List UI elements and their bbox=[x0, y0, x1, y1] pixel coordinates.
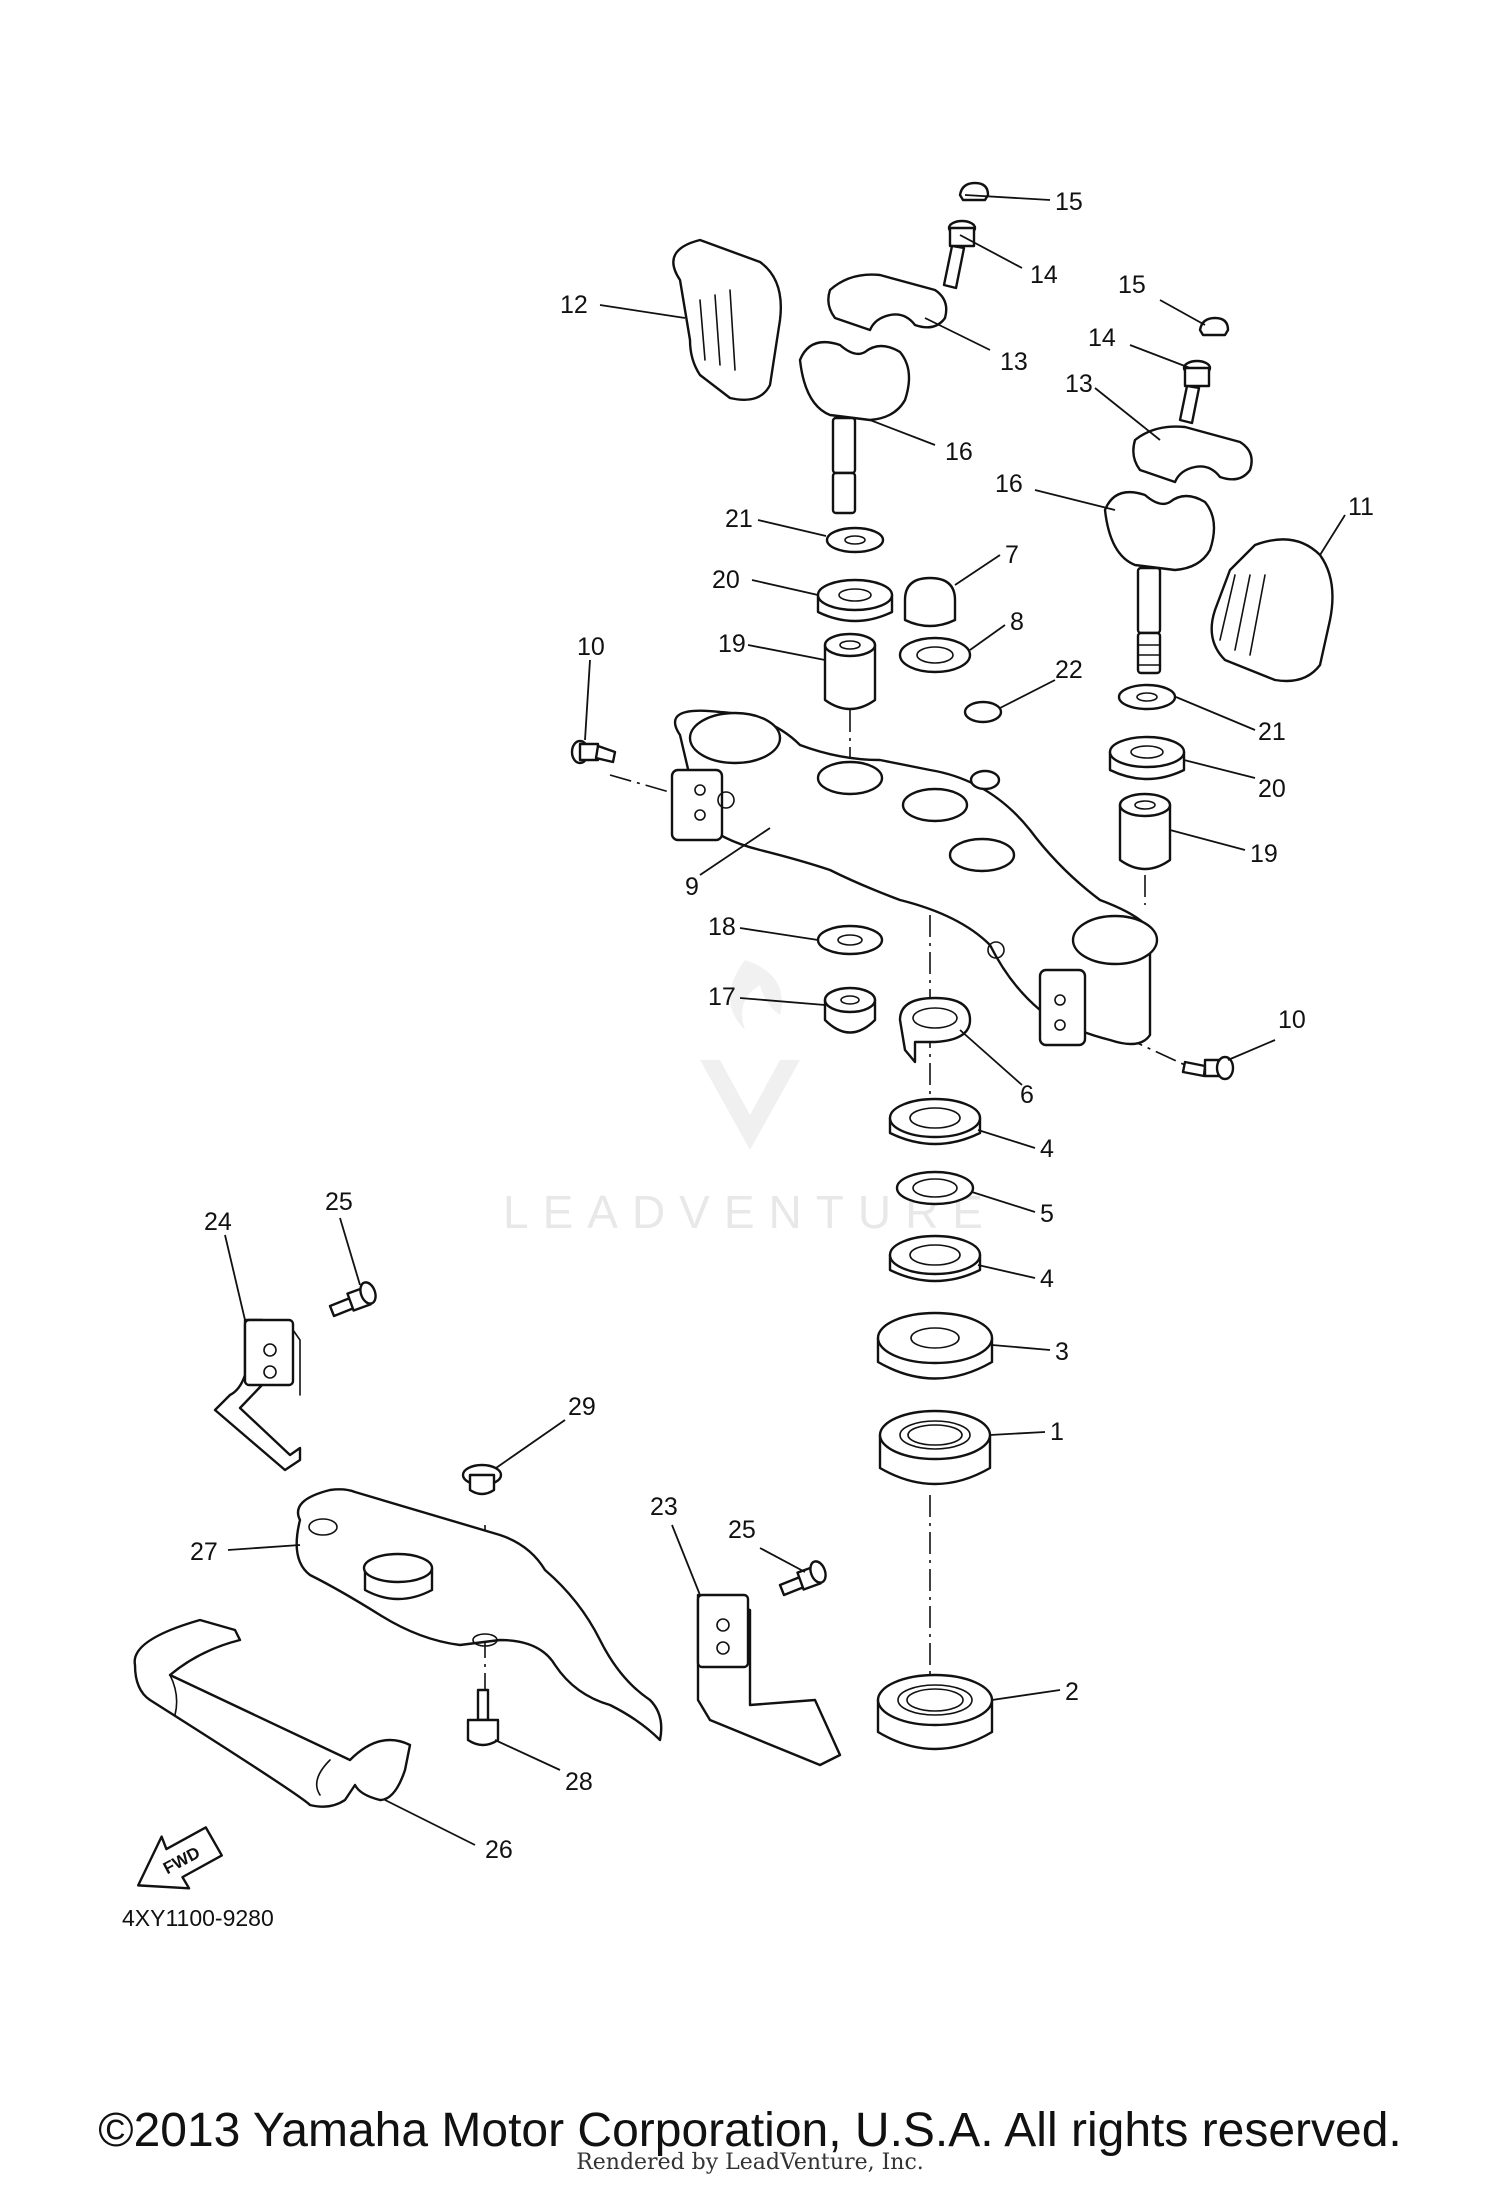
upper-holder-13a bbox=[827, 273, 948, 332]
callout-10b: 10 bbox=[1278, 1006, 1306, 1034]
rendered-by-notice: Rendered by LeadVenture, Inc. bbox=[576, 2150, 924, 2175]
callout-6: 6 bbox=[1020, 1081, 1034, 1109]
callout-24: 24 bbox=[204, 1208, 232, 1236]
callout-7: 7 bbox=[1005, 541, 1019, 569]
callout-17: 17 bbox=[708, 983, 736, 1011]
callout-20b: 20 bbox=[1258, 775, 1286, 803]
copyright-notice: ©2013 Yamaha Motor Corporation, U.S.A. A… bbox=[98, 2104, 1402, 2157]
callout-26: 26 bbox=[485, 1836, 513, 1864]
callout-3: 3 bbox=[1055, 1338, 1069, 1366]
callout-27: 27 bbox=[190, 1538, 218, 1566]
callout-4b: 4 bbox=[1040, 1265, 1054, 1293]
ring-nut-4b bbox=[888, 1234, 982, 1283]
bearing-1 bbox=[878, 1409, 992, 1486]
callout-22: 22 bbox=[1055, 656, 1083, 684]
cap-22 bbox=[963, 700, 1003, 724]
callout-15b: 15 bbox=[1118, 271, 1146, 299]
callout-12: 12 bbox=[560, 291, 588, 319]
bolt-14b bbox=[1178, 359, 1212, 425]
washer-5 bbox=[895, 1170, 975, 1206]
callout-11: 11 bbox=[1348, 493, 1374, 521]
grommet-29 bbox=[461, 1463, 503, 1496]
washer-18 bbox=[816, 924, 884, 956]
bolt-10b bbox=[1181, 1055, 1235, 1081]
washer-8 bbox=[898, 636, 972, 674]
bolt-14a bbox=[942, 219, 977, 290]
bolt-25a bbox=[328, 1281, 377, 1318]
forward-direction-arrow: FWD bbox=[136, 1826, 224, 1890]
nut-17 bbox=[823, 986, 877, 1034]
callout-10a: 10 bbox=[577, 633, 605, 661]
upper-holder-13b bbox=[1132, 425, 1253, 484]
ring-nut-4a bbox=[888, 1097, 982, 1146]
plate-27 bbox=[295, 1488, 663, 1742]
callout-16b: 16 bbox=[995, 470, 1023, 498]
callout-14b: 14 bbox=[1088, 324, 1116, 352]
bracket-23 bbox=[696, 1593, 842, 1767]
bearing-cover-3 bbox=[876, 1311, 994, 1380]
bolt-10a bbox=[570, 739, 617, 765]
lower-holder-16b bbox=[1103, 490, 1216, 675]
callout-5: 5 bbox=[1040, 1200, 1054, 1228]
cap-nut-7 bbox=[903, 576, 957, 628]
rubber-20a bbox=[816, 578, 894, 623]
callout-18: 18 bbox=[708, 913, 736, 941]
callout-21a: 21 bbox=[725, 505, 753, 533]
callout-16a: 16 bbox=[945, 438, 973, 466]
cap-15b bbox=[1198, 316, 1230, 337]
handlebar-cover-11 bbox=[1210, 538, 1334, 683]
rubber-20b bbox=[1108, 735, 1186, 781]
upper-bracket-9 bbox=[670, 709, 1159, 1047]
bolt-28 bbox=[466, 1688, 500, 1747]
callout-25b: 25 bbox=[728, 1516, 756, 1544]
callout-13b: 13 bbox=[1065, 370, 1093, 398]
callout-25a: 25 bbox=[325, 1188, 353, 1216]
leader-lines bbox=[224, 194, 1346, 1846]
cap-15a bbox=[958, 181, 990, 202]
bushing-19b bbox=[1118, 792, 1172, 871]
washer-21b bbox=[1117, 683, 1177, 711]
bushing-19a bbox=[823, 632, 877, 711]
callout-labels: 15 14 15 14 12 13 13 16 16 11 21 7 20 8 … bbox=[190, 188, 1374, 1864]
bolt-25b bbox=[778, 1560, 827, 1597]
callout-4a: 4 bbox=[1040, 1135, 1054, 1163]
cover-26 bbox=[133, 1618, 412, 1808]
callout-23: 23 bbox=[650, 1493, 678, 1521]
washer-21a bbox=[825, 526, 885, 554]
callout-8: 8 bbox=[1010, 608, 1024, 636]
lock-washer-6 bbox=[898, 996, 972, 1064]
handlebar-cover-12 bbox=[672, 238, 782, 402]
callout-14a: 14 bbox=[1030, 261, 1058, 289]
bearing-2 bbox=[876, 1673, 994, 1751]
bolt-axis-left bbox=[609, 774, 681, 796]
lower-holder-16a bbox=[798, 340, 911, 515]
callout-28: 28 bbox=[565, 1768, 593, 1796]
callout-1: 1 bbox=[1050, 1418, 1064, 1446]
callout-13a: 13 bbox=[1000, 348, 1028, 376]
callout-15a: 15 bbox=[1055, 188, 1083, 216]
bracket-24 bbox=[213, 1318, 302, 1472]
callout-19b: 19 bbox=[1250, 840, 1278, 868]
callout-20a: 20 bbox=[712, 566, 740, 594]
callout-2: 2 bbox=[1065, 1678, 1079, 1706]
callout-29: 29 bbox=[568, 1393, 596, 1421]
callout-19a: 19 bbox=[718, 630, 746, 658]
bolt-axis-right bbox=[1054, 1004, 1186, 1066]
callout-21b: 21 bbox=[1258, 718, 1286, 746]
diagram-code: 4XY1100-9280 bbox=[122, 1905, 274, 1931]
callout-9: 9 bbox=[685, 873, 699, 901]
